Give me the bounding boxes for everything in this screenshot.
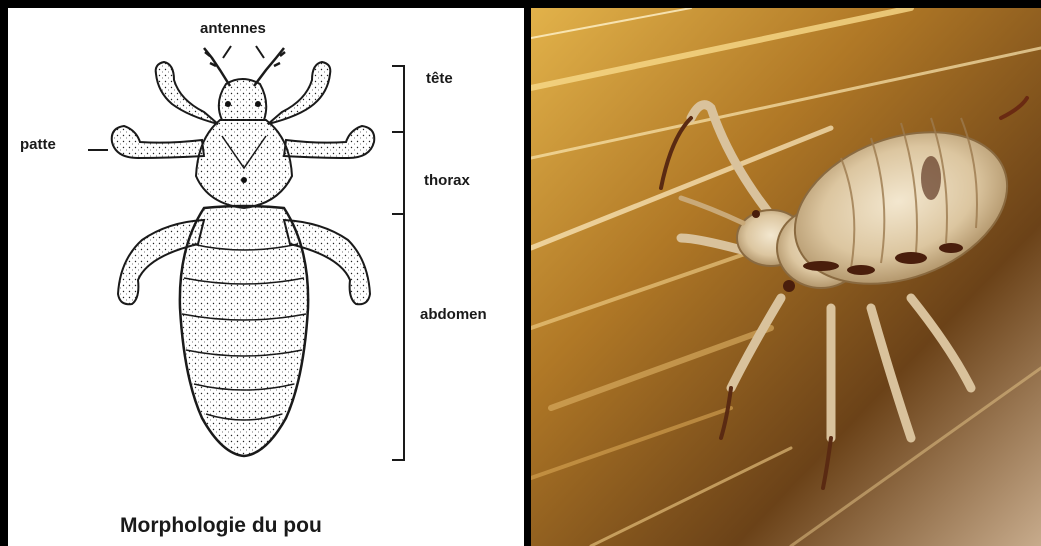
- louse-photo-panel: [531, 8, 1041, 546]
- morphology-diagram-panel: antennes tête patte thorax abdomen Morph…: [8, 8, 524, 546]
- label-patte: patte: [20, 136, 56, 153]
- head-drawing: [219, 79, 266, 120]
- louse-photo: [531, 8, 1041, 546]
- label-thorax: thorax: [424, 172, 470, 189]
- abdomen-drawing: [180, 206, 308, 456]
- diagram-caption: Morphologie du pou: [120, 514, 322, 538]
- label-antennes: antennes: [200, 20, 266, 37]
- louse-line-drawing: [8, 8, 524, 546]
- thorax-drawing: [196, 120, 292, 208]
- label-tete: tête: [426, 70, 453, 87]
- label-abdomen: abdomen: [420, 306, 487, 323]
